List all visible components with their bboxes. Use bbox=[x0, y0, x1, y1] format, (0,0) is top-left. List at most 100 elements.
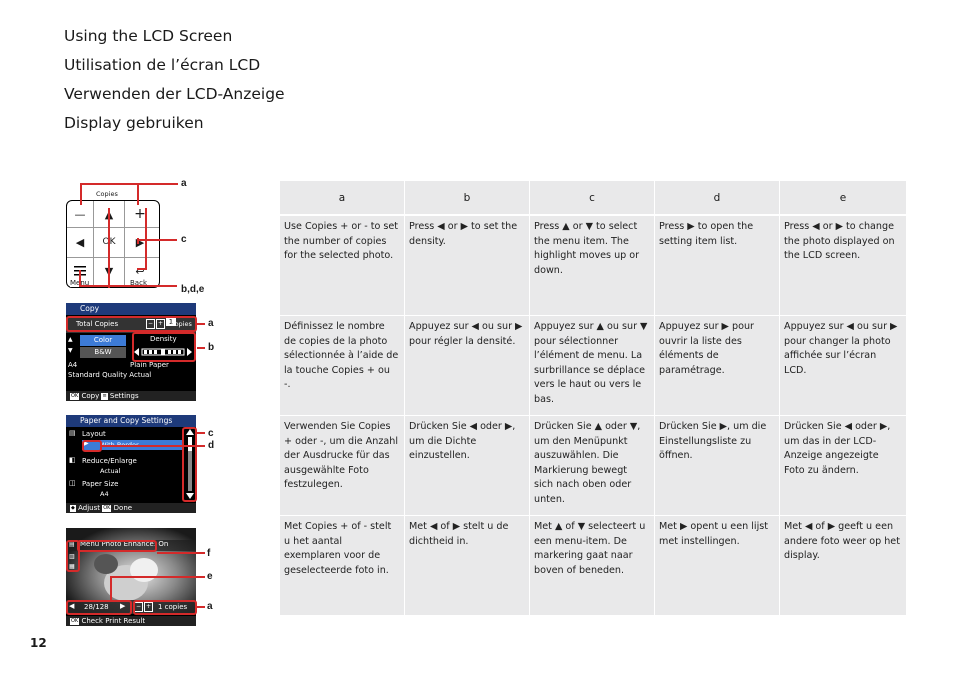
column-header: c bbox=[529, 181, 655, 215]
adjust-badge-icon: ◆ bbox=[70, 504, 76, 512]
copies-minus-icon[interactable]: − bbox=[146, 319, 155, 329]
photo-screen-footer: OK Check Print Result bbox=[66, 616, 196, 626]
title-nl: Display gebruiken bbox=[64, 114, 204, 132]
bw-option[interactable]: B&W bbox=[80, 347, 126, 358]
title-fr: Utilisation de l’écran LCD bbox=[64, 56, 261, 74]
footer-settings-label: Settings bbox=[109, 392, 139, 400]
copies-label: Copies bbox=[94, 190, 120, 198]
table-cell: Définissez le nombre de copies de la pho… bbox=[279, 315, 405, 416]
back-label: Back bbox=[130, 279, 147, 287]
up-small-icon: ▲ bbox=[68, 336, 73, 343]
paper-size-label[interactable]: Paper Size bbox=[82, 480, 119, 488]
callout-copy-a: a bbox=[208, 318, 214, 329]
settings-screen-title: Paper and Copy Settings bbox=[80, 416, 173, 425]
back-icon[interactable]: ↩ bbox=[135, 264, 145, 278]
menu-badge-icon: ≡ bbox=[101, 392, 108, 400]
table-cell: Appuyez sur ▶ pour ouvrir la liste des é… bbox=[654, 315, 780, 416]
footer-ok-badge: OK bbox=[102, 504, 112, 512]
layout-icon: ▤ bbox=[69, 429, 76, 437]
table-cell: Met Copies + of - stelt u het aantal exe… bbox=[279, 515, 405, 616]
reduce-label[interactable]: Reduce/Enlarge bbox=[82, 457, 137, 465]
table-cell: Press ◀ or ▶ to change the photo display… bbox=[779, 214, 907, 316]
copies-unit: copies bbox=[171, 320, 192, 328]
table-cell: Press ◀ or ▶ to set the density. bbox=[404, 214, 530, 316]
menu-small-icon: ▤ bbox=[69, 541, 75, 548]
left-arrow-icon[interactable]: ◀ bbox=[75, 235, 85, 249]
photo-ok-badge: OK bbox=[70, 617, 80, 625]
keypad: — ▲ + ◀ OK ▶ ▼ ↩ bbox=[66, 200, 160, 288]
callout-settings-c: c bbox=[208, 428, 214, 439]
play-icon: ▶ bbox=[84, 440, 89, 447]
paper-size-value: A4 bbox=[68, 361, 78, 369]
settings-small-icon: ▥ bbox=[69, 553, 75, 560]
copy-screen-header: Copy bbox=[66, 303, 196, 315]
callout-photo-e: e bbox=[207, 571, 213, 582]
footer-done-label: Done bbox=[113, 504, 133, 512]
scrollbar[interactable] bbox=[186, 429, 194, 499]
instruction-table: a b c d e Use Copies + or - to set the n… bbox=[279, 181, 907, 616]
layout-label[interactable]: Layout bbox=[82, 430, 106, 438]
table-cell: Appuyez sur ◀ ou sur ▶ pour régler la de… bbox=[404, 315, 530, 416]
callout-a: a bbox=[181, 178, 187, 189]
ok-badge: OK bbox=[70, 392, 80, 400]
copies-plus-icon[interactable]: + bbox=[156, 319, 165, 329]
table-cell: Met ▶ opent u een lijst met instellingen… bbox=[654, 515, 780, 616]
reduce-icon: ◧ bbox=[69, 456, 76, 464]
next-photo-icon[interactable]: ▶ bbox=[120, 602, 126, 610]
callout-photo-a: a bbox=[207, 601, 213, 612]
table-cell: Drücken Sie ◀ oder ▶, um die Dichte einz… bbox=[404, 415, 530, 516]
copies-minus-button[interactable]: — bbox=[74, 207, 86, 221]
photo-counter: 28/128 bbox=[84, 603, 109, 611]
table-cell: Press ▶ to open the setting item list. bbox=[654, 214, 780, 316]
table-cell: Met ◀ of ▶ geeft u een andere foto weer … bbox=[779, 515, 907, 616]
footer-copy-label: Copy bbox=[81, 392, 100, 400]
table-row: Verwenden Sie Copies + oder -, um die An… bbox=[279, 415, 907, 516]
table-cell: Met ▲ of ▼ selecteert u een menu-item. D… bbox=[529, 515, 655, 616]
paper-type-value: Plain Paper bbox=[130, 361, 169, 369]
column-header: e bbox=[779, 181, 907, 215]
table-row: Use Copies + or - to set the number of c… bbox=[279, 214, 907, 316]
density-slider[interactable] bbox=[134, 347, 192, 357]
settings-screen-footer: ◆ Adjust OK Done bbox=[66, 503, 196, 513]
callout-copy-b: b bbox=[208, 342, 215, 353]
column-header: b bbox=[404, 181, 530, 215]
print-small-icon: ▦ bbox=[69, 563, 75, 570]
title-en: Using the LCD Screen bbox=[64, 27, 233, 45]
table-row: Définissez le nombre de copies de la pho… bbox=[279, 315, 907, 416]
table-cell: Drücken Sie ◀ oder ▶, um das in der LCD-… bbox=[779, 415, 907, 516]
table-cell: Appuyez sur ◀ ou sur ▶ pour changer la p… bbox=[779, 315, 907, 416]
table-cell: Verwenden Sie Copies + oder -, um die An… bbox=[279, 415, 405, 516]
column-header: a bbox=[279, 181, 405, 215]
table-cell: Appuyez sur ▲ ou sur ▼ pour sélectionner… bbox=[529, 315, 655, 416]
table-header-row: a b c d e bbox=[279, 181, 907, 215]
reduce-value: Actual bbox=[100, 467, 121, 475]
density-label: Density bbox=[150, 335, 177, 343]
copies-plus-button[interactable]: + bbox=[134, 206, 146, 222]
color-option[interactable]: Color bbox=[80, 335, 126, 346]
paper-size-setting-value: A4 bbox=[100, 490, 109, 498]
right-arrow-icon[interactable]: ▶ bbox=[135, 235, 145, 249]
down-small-icon: ▼ bbox=[68, 347, 73, 354]
callout-c: c bbox=[181, 234, 187, 245]
table-cell: Drücken Sie ▶, um die Einstellungsliste … bbox=[654, 415, 780, 516]
quality-value: Standard Quality Actual bbox=[68, 371, 152, 379]
copy-screen-footer: OK Copy ≡ Settings bbox=[66, 391, 196, 401]
photo-copies-plus-icon[interactable]: + bbox=[144, 602, 153, 612]
photo-copies-count: 1 copies bbox=[158, 603, 188, 611]
copy-screen: Copy Total Copies − + 1 copies ▲ ▼ Color… bbox=[66, 303, 196, 401]
table-cell: Press ▲ or ▼ to select the menu item. Th… bbox=[529, 214, 655, 316]
settings-screen: Paper and Copy Settings ▤ Layout ▶ With … bbox=[66, 415, 196, 513]
callout-bde: b,d,e bbox=[181, 284, 205, 295]
callout-settings-d: d bbox=[208, 440, 215, 451]
column-header: d bbox=[654, 181, 780, 215]
photo-enhance-label: Menu Photo Enhance: On bbox=[80, 540, 169, 548]
check-print-result-label: Check Print Result bbox=[81, 617, 146, 625]
paper-icon: ◫ bbox=[69, 479, 76, 487]
copies-count: 1 bbox=[166, 318, 176, 326]
prev-photo-icon[interactable]: ◀ bbox=[69, 602, 75, 610]
table-cell: Drücken Sie ▲ oder ▼, um den Menüpunkt a… bbox=[529, 415, 655, 516]
page-number: 12 bbox=[30, 636, 47, 650]
table-cell: Use Copies + or - to set the number of c… bbox=[279, 214, 405, 316]
page-titles: Using the LCD Screen Utilisation de l’éc… bbox=[64, 22, 285, 138]
table-cell: Met ◀ of ▶ stelt u de dichtheid in. bbox=[404, 515, 530, 616]
